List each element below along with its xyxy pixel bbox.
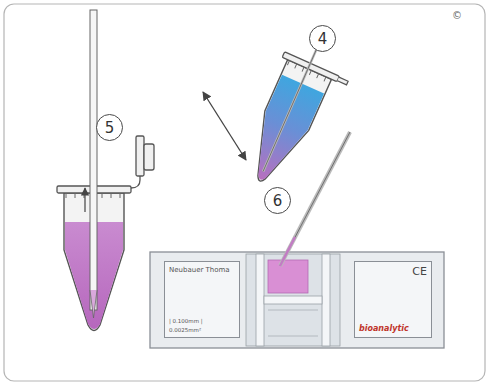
mix-arrow <box>203 92 246 160</box>
panel-heading: CE <box>412 265 427 278</box>
slide-label-panel: Neubauer Thoma | 0.100mm | 0.0025mm² <box>164 261 240 338</box>
panel-heading: Neubauer Thoma <box>169 266 230 274</box>
callout-circle: 6 <box>264 187 291 214</box>
frame <box>4 4 485 381</box>
callout-number: 5 <box>105 119 115 137</box>
callout-number: 4 <box>318 30 328 48</box>
panel-text: 0.0025mm² <box>169 327 201 333</box>
upright-tube <box>57 10 154 331</box>
slide-label-panel: CE bioanalytic <box>354 261 432 338</box>
callout-circle: 5 <box>96 114 123 141</box>
panel-text: | 0.100mm | <box>169 318 203 324</box>
callout-number: 6 <box>273 192 283 210</box>
counting-slide <box>150 252 444 348</box>
tilted-tube <box>233 24 361 197</box>
panel-text: bioanalytic <box>359 324 409 333</box>
callout-circle: 4 <box>309 25 336 52</box>
copyright-mark: © <box>452 10 462 21</box>
